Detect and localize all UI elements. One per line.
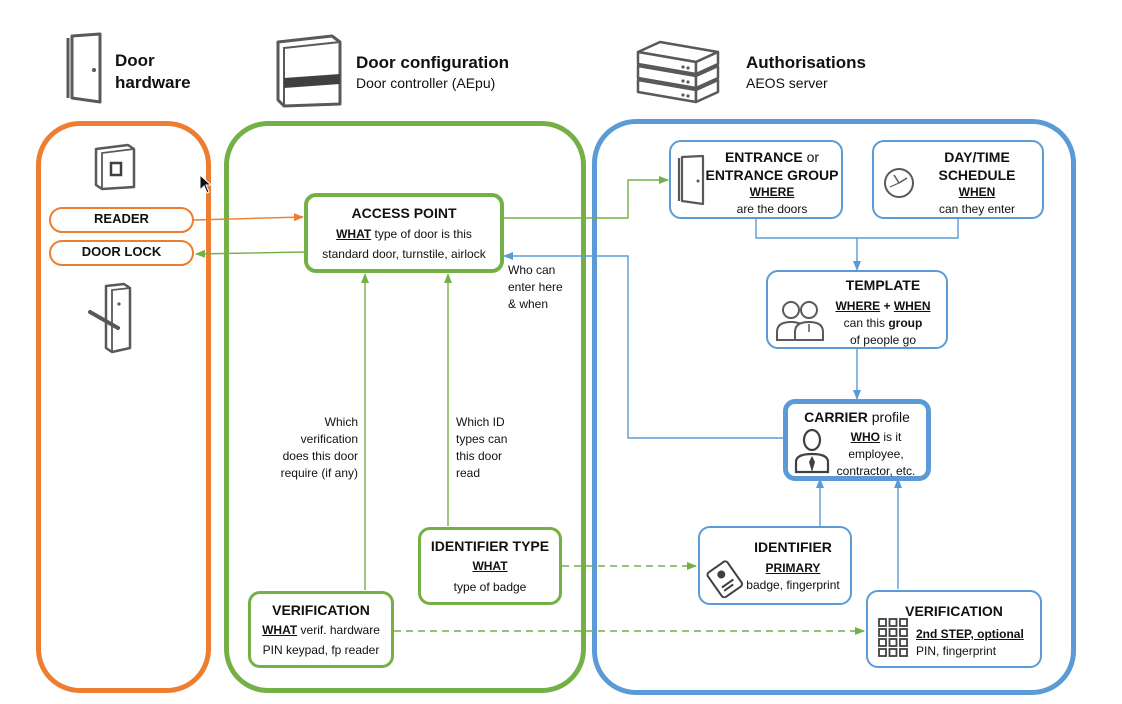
badge-icon	[706, 560, 744, 598]
authorisations-subtitle: AEOS server	[746, 75, 828, 91]
carrier-who-rest: is it	[879, 430, 902, 444]
entrance-desc: are the doors	[736, 202, 808, 216]
template-box: TEMPLATE WHERE + WHEN can this group of …	[766, 270, 948, 349]
verification-config-line1: verif. hardware	[297, 623, 380, 637]
identifier-title: IDENTIFIER	[754, 539, 832, 555]
door-icon	[677, 154, 705, 206]
verification-config-line2: PIN keypad, fp reader	[262, 643, 380, 657]
which-id-line4: read	[456, 466, 481, 480]
configuration-subtitle: Door controller (AEpu)	[356, 75, 496, 91]
daytime-when: WHEN	[958, 185, 996, 199]
which-id-line2: types can	[456, 432, 508, 446]
who-can-enter-annotation: Who can enter here & when	[508, 262, 563, 313]
controller-icon	[276, 34, 342, 108]
template-plus: +	[880, 299, 894, 313]
verification-config-what: WHAT	[262, 623, 298, 637]
daytime-title-line2: SCHEDULE	[938, 167, 1016, 183]
verification-auth-desc: PIN, fingerprint	[916, 644, 997, 658]
authorisations-group	[592, 119, 1076, 695]
which-verification-line1: Which	[324, 415, 358, 429]
template-desc-group: group	[888, 316, 923, 330]
which-verification-line3: does this door	[282, 449, 358, 463]
configuration-group	[224, 121, 586, 693]
identifier-type-desc: type of badge	[453, 580, 527, 594]
reader-device-icon	[94, 143, 136, 191]
verification-config-box: VERIFICATION WHAT verif. hardware PIN ke…	[248, 591, 394, 668]
access-point-to-door-lock-arrow	[195, 249, 307, 258]
access-point-line1: type of door is this	[371, 227, 472, 241]
template-title: TEMPLATE	[845, 277, 921, 293]
entrance-where: WHERE	[749, 185, 795, 199]
door-icon	[66, 32, 102, 104]
template-desc-line2: of people go	[849, 333, 917, 347]
daytime-schedule-box: DAY/TIME SCHEDULE WHEN can they enter	[872, 140, 1044, 219]
entrance-to-template-line	[755, 219, 959, 239]
verification-auth-step: 2nd STEP, optional	[916, 627, 1024, 641]
verification-config-title: VERIFICATION	[272, 602, 370, 618]
template-when: WHEN	[893, 299, 931, 313]
identifier-primary: PRIMARY	[765, 561, 821, 575]
carrier-line3: contractor, etc.	[836, 464, 916, 478]
who-can-enter-line2: enter here	[508, 280, 563, 294]
person-icon	[794, 428, 830, 474]
door-lock-box: DOOR LOCK	[49, 240, 194, 266]
authorisations-column-header: Authorisations AEOS server	[746, 52, 866, 92]
which-id-annotation: Which ID types can this door read	[456, 414, 507, 482]
carrier-title: CARRIER	[804, 409, 868, 425]
access-point-to-entrance-arrow	[502, 176, 669, 219]
hardware-group	[36, 121, 211, 693]
entrance-title: ENTRANCE	[724, 149, 803, 165]
access-point-line2: standard door, turnstile, airlock	[322, 247, 486, 261]
entrance-box: ENTRANCE or ENTRANCE GROUP WHERE are the…	[669, 140, 843, 219]
clock-icon	[884, 168, 914, 198]
group-people-icon	[776, 301, 824, 341]
server-icon	[636, 40, 720, 104]
carrier-to-access-point-arrow	[503, 252, 784, 439]
identifier-desc: badge, fingerprint	[746, 578, 840, 592]
who-can-enter-line1: Who can	[508, 263, 556, 277]
which-id-line1: Which ID	[456, 415, 505, 429]
authorisations-title: Authorisations	[746, 53, 866, 72]
verification-auth-box: VERIFICATION 2nd STEP, optional PIN, fin…	[866, 590, 1042, 668]
reader-box: READER	[49, 207, 194, 233]
which-verification-annotation: Which verification does this door requir…	[260, 414, 358, 482]
access-point-title: ACCESS POINT	[351, 205, 457, 221]
identifier-box: IDENTIFIER PRIMARY badge, fingerprint	[698, 526, 852, 605]
configuration-title: Door configuration	[356, 53, 509, 72]
daytime-title-line1: DAY/TIME	[944, 149, 1010, 165]
entrance-or: or	[802, 149, 820, 165]
which-id-line3: this door	[456, 449, 503, 463]
access-point-box: ACCESS POINT WHAT type of door is this s…	[304, 193, 504, 273]
carrier-line2: employee,	[848, 447, 904, 461]
carrier-title-rest: profile	[867, 409, 910, 425]
who-can-enter-line3: & when	[508, 297, 549, 311]
which-verification-line2: verification	[300, 432, 358, 446]
door-lock-label: DOOR LOCK	[81, 244, 162, 259]
mouse-cursor-icon	[199, 174, 213, 194]
access-point-what: WHAT	[336, 227, 372, 241]
entrance-title-line2: ENTRANCE GROUP	[705, 167, 839, 183]
reader-to-access-point-arrow	[193, 213, 304, 222]
hardware-title-line2: hardware	[115, 73, 191, 92]
configuration-column-header: Door configuration Door controller (AEpu…	[356, 52, 509, 92]
identifier-type-box: IDENTIFIER TYPE WHAT type of badge	[418, 527, 562, 605]
which-verification-line4: require (if any)	[280, 466, 358, 480]
hardware-title-line1: Door	[115, 51, 155, 70]
keypad-icon	[878, 618, 908, 657]
carrier-who: WHO	[850, 430, 880, 444]
hardware-column-title: Door hardware	[115, 50, 191, 94]
reader-label: READER	[94, 211, 149, 226]
identifier-type-what: WHAT	[472, 559, 508, 573]
door-handle-icon	[88, 282, 132, 354]
identifier-type-title: IDENTIFIER TYPE	[430, 538, 550, 554]
template-where: WHERE	[835, 299, 881, 313]
template-desc-pre: can this	[843, 316, 889, 330]
carrier-profile-box: CARRIER profile WHO is it employee, cont…	[783, 399, 931, 481]
verification-auth-title: VERIFICATION	[905, 603, 1003, 619]
daytime-desc: can they enter	[938, 202, 1016, 216]
